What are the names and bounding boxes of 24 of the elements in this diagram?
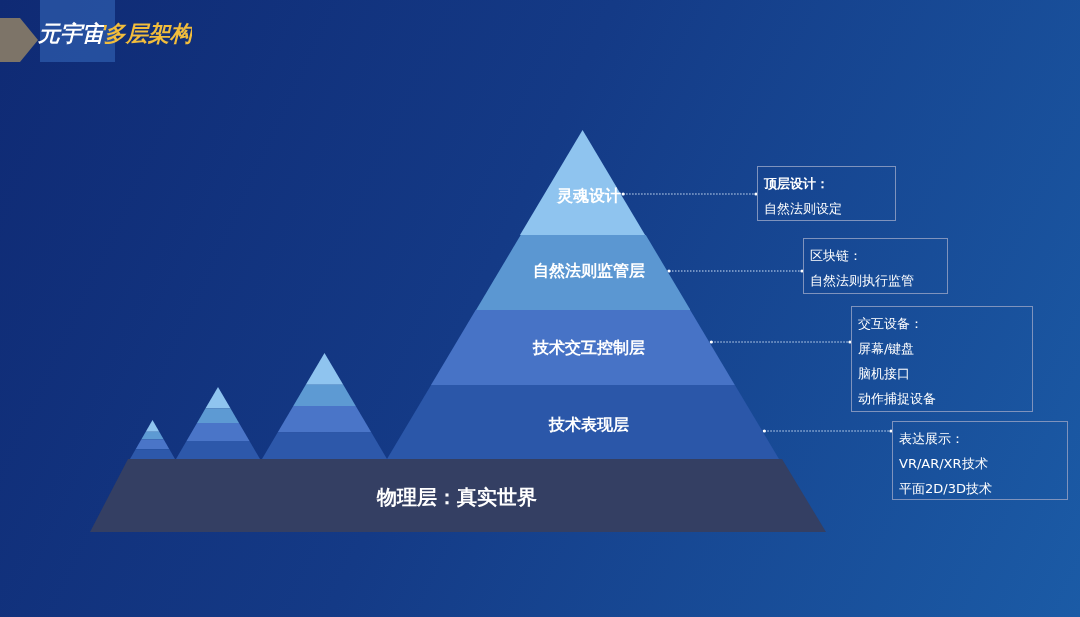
callout-box bbox=[757, 166, 896, 221]
callout-heading: 顶层设计： bbox=[764, 175, 829, 193]
callout-box bbox=[803, 238, 948, 294]
leader-line bbox=[667, 269, 804, 273]
layer-label: 自然法则监管层 bbox=[533, 260, 645, 282]
callout-box bbox=[851, 306, 1033, 412]
callout-text: 屏幕/键盘 bbox=[858, 340, 915, 358]
callout-heading: 表达展示： bbox=[899, 430, 964, 448]
layer-label: 灵魂设计 bbox=[557, 185, 621, 207]
callout-text: 自然法则设定 bbox=[764, 200, 842, 218]
callout-heading: 交互设备： bbox=[858, 315, 923, 333]
callout-text: 脑机接口 bbox=[858, 365, 910, 383]
layer-label: 物理层：真实世界 bbox=[377, 483, 537, 511]
callout-box bbox=[892, 421, 1068, 500]
leader-line bbox=[709, 340, 852, 344]
callout-text: 平面2D/3D技术 bbox=[899, 480, 992, 498]
leader-line bbox=[621, 192, 758, 196]
callout-text: VR/AR/XR技术 bbox=[899, 455, 988, 473]
callout-heading: 区块链： bbox=[810, 247, 862, 265]
leader-line bbox=[762, 429, 893, 433]
callout-text: 动作捕捉设备 bbox=[858, 390, 936, 408]
layer-label: 技术交互控制层 bbox=[533, 337, 645, 359]
layer-label: 技术表现层 bbox=[549, 414, 629, 436]
callout-text: 自然法则执行监管 bbox=[810, 272, 914, 290]
